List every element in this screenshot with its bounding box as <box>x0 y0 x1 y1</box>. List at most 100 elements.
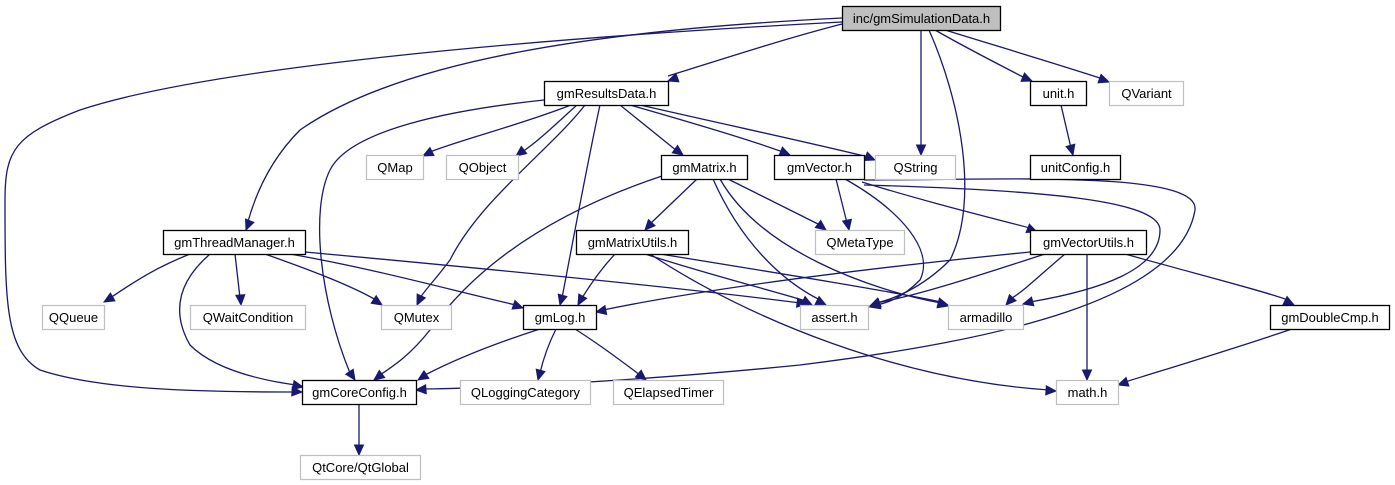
edge-line <box>178 253 297 386</box>
node-box <box>162 229 307 256</box>
edge-coreconfig-to-qtglobal <box>353 404 365 457</box>
edge-line <box>246 17 843 226</box>
edge-line <box>875 253 1046 304</box>
edge-line <box>639 104 869 158</box>
node-box <box>1029 154 1122 181</box>
arrowhead-icon <box>778 146 792 156</box>
arrowhead-icon <box>414 383 427 395</box>
node-qtglobal: QtCore/QtGlobal <box>299 454 422 481</box>
node-box <box>814 229 906 256</box>
node-coreconfig[interactable]: gmCoreConfig.h <box>301 379 418 406</box>
edge-vectorutils-to-math <box>1081 254 1093 382</box>
arrowhead-icon <box>915 144 927 157</box>
edge-line <box>521 104 578 153</box>
arrowhead-icon <box>814 219 827 231</box>
arrowhead-icon <box>936 297 950 308</box>
node-vectorutils[interactable]: gmVectorUtils.h <box>1029 229 1148 256</box>
node-label: gmLog.h <box>535 310 586 325</box>
node-box <box>522 304 598 331</box>
edge-vectorutils-to-log <box>594 251 1031 316</box>
arrowhead-icon <box>800 295 814 306</box>
edge-line <box>289 253 517 306</box>
edge-line <box>835 178 848 224</box>
edge-root-to-qstring <box>915 30 927 157</box>
edge-vector-to-qmetatype <box>835 178 853 232</box>
node-assert: assert.h <box>799 304 870 331</box>
arrowhead-icon <box>814 295 828 306</box>
edge-line <box>1124 328 1293 383</box>
edge-root-to-unit <box>934 29 1034 82</box>
edge-line <box>264 253 377 301</box>
node-box <box>445 154 520 181</box>
arrowhead-icon <box>373 369 386 381</box>
node-qmetatype: QMetaType <box>814 229 906 256</box>
edge-line <box>644 253 807 302</box>
edge-thread-to-qmutex <box>264 253 384 306</box>
arrowhead-icon <box>577 293 588 307</box>
arrowhead-icon <box>868 298 882 309</box>
edge-line <box>875 29 966 304</box>
node-qvariant: QVariant <box>1108 80 1185 107</box>
node-box <box>380 304 453 331</box>
edge-line <box>424 328 541 376</box>
arrowhead-icon <box>644 218 656 231</box>
node-box <box>543 80 670 107</box>
arrowhead-icon <box>841 218 853 232</box>
arrowhead-icon <box>535 368 546 382</box>
node-qmap: QMap <box>365 154 425 181</box>
node-thread[interactable]: gmThreadManager.h <box>162 229 307 256</box>
arrowhead-icon <box>1065 143 1076 157</box>
node-label: QMetaType <box>826 235 893 250</box>
node-label: gmVectorUtils.h <box>1043 235 1134 250</box>
node-label: gmCoreConfig.h <box>312 385 407 400</box>
node-label: QObject <box>459 160 507 175</box>
node-qlogcat: QLoggingCategory <box>459 379 592 406</box>
node-qstring: QString <box>874 154 957 181</box>
edge-line <box>1011 253 1066 299</box>
arrowhead-icon <box>416 369 430 381</box>
node-label: math.h <box>1068 385 1108 400</box>
edge-results-to-qstring <box>639 104 877 161</box>
edge-matrix-to-assert <box>712 178 828 306</box>
node-results[interactable]: gmResultsData.h <box>543 80 670 107</box>
node-unit[interactable]: unit.h <box>1029 80 1088 107</box>
edge-doublecmp-to-math <box>1116 328 1293 387</box>
arrowhead-icon <box>1020 72 1034 82</box>
node-label: QString <box>893 160 937 175</box>
node-label: QMutex <box>394 310 440 325</box>
edge-matrixutils-to-log <box>577 253 616 307</box>
edge-line <box>234 253 241 299</box>
edge-line <box>1060 104 1072 149</box>
node-label: unitConfig.h <box>1041 160 1110 175</box>
arrowhead-icon <box>1097 73 1111 84</box>
node-doublecmp[interactable]: gmDoubleCmp.h <box>1269 304 1391 331</box>
edge-line <box>934 29 1026 79</box>
node-qwait: QWaitCondition <box>189 304 307 331</box>
edge-line <box>4 21 843 393</box>
edge-line <box>649 178 698 225</box>
edge-matrix-to-qmetatype <box>727 178 827 231</box>
node-qobject: QObject <box>445 154 520 181</box>
node-root[interactable]: inc/gmSimulationData.h <box>841 5 1002 32</box>
edge-matrixutils-to-assert <box>644 253 814 306</box>
node-log[interactable]: gmLog.h <box>522 304 598 331</box>
node-unitconfig[interactable]: unitConfig.h <box>1029 154 1122 181</box>
node-vector[interactable]: gmVector.h <box>773 154 866 181</box>
node-box <box>365 154 425 181</box>
node-qqueue: QQueue <box>41 304 106 331</box>
edge-line <box>649 253 1050 391</box>
edge-thread-to-qqueue <box>102 253 191 303</box>
node-label: gmThreadManager.h <box>174 235 295 250</box>
node-qelapsed: QElapsedTimer <box>612 379 725 406</box>
node-matrix[interactable]: gmMatrix.h <box>660 154 749 181</box>
node-label: QLoggingCategory <box>471 385 581 400</box>
arrowhead-icon <box>245 218 255 232</box>
edge-results-to-qobject <box>515 104 578 157</box>
node-label: gmVector.h <box>787 160 852 175</box>
edge-line <box>659 253 942 303</box>
edge-matrixutils-to-math <box>649 253 1058 396</box>
edge-log-to-coreconfig <box>416 328 541 381</box>
node-matrixutils[interactable]: gmMatrixUtils.h <box>575 229 690 256</box>
node-label: armadillo <box>960 310 1013 325</box>
edge-results-to-qmap <box>421 104 572 157</box>
